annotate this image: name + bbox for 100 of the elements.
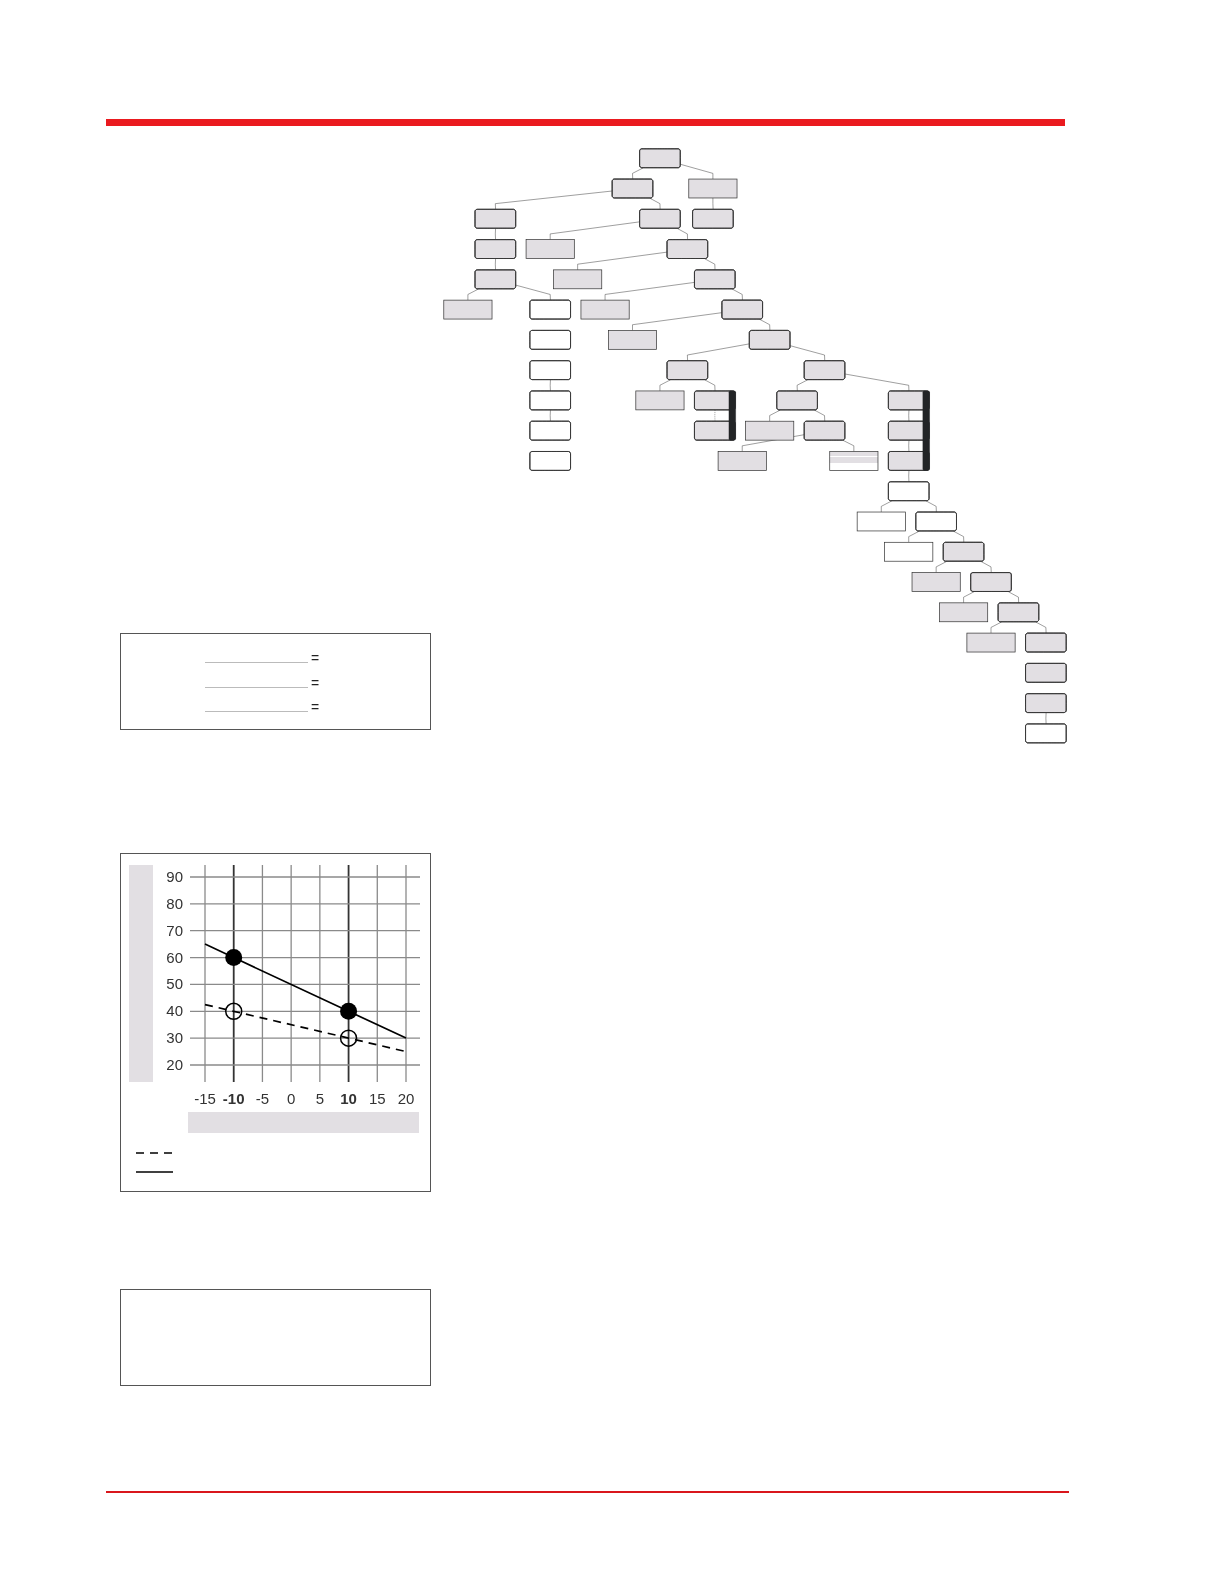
connector-line — [632, 312, 723, 331]
menu-box — [639, 208, 681, 229]
connector-line — [790, 345, 825, 362]
menu-box — [829, 451, 879, 471]
connector-line — [844, 373, 910, 392]
menu-box — [529, 299, 571, 320]
connector-line — [990, 621, 1002, 634]
equals-label: = — [311, 650, 320, 666]
menu-box — [474, 269, 517, 290]
menu-box — [635, 390, 685, 411]
menu-box — [745, 420, 795, 441]
axis-tick-label: 60 — [166, 948, 183, 966]
menu-box — [721, 299, 763, 320]
connector-line — [712, 197, 714, 210]
menu-box — [966, 632, 1016, 653]
menu-box — [529, 390, 571, 411]
connector-line — [963, 591, 975, 604]
connector-line — [980, 561, 992, 574]
axis-tick-label: 40 — [166, 1002, 183, 1020]
menu-box — [529, 451, 571, 471]
menu-box — [580, 299, 630, 320]
connector-line — [1008, 591, 1019, 604]
axis-tick-label: -15 — [194, 1090, 216, 1107]
axis-tick-label: 15 — [368, 1090, 386, 1107]
connector-line — [769, 409, 781, 422]
menu-box — [911, 572, 961, 592]
menu-box — [1025, 723, 1067, 744]
menu-box — [608, 330, 657, 350]
connector-line — [677, 228, 688, 241]
menu-box — [803, 360, 846, 380]
connector-line — [759, 319, 771, 331]
connector-line — [935, 561, 947, 573]
connector-line — [925, 500, 937, 513]
connector-line — [908, 409, 910, 422]
connector-line — [577, 251, 668, 271]
menu-box — [884, 541, 934, 562]
menu-box — [803, 420, 846, 441]
equals-label: = — [311, 674, 320, 691]
connector-line — [549, 409, 551, 422]
menu-box — [529, 330, 571, 350]
menu-box — [915, 511, 957, 532]
connector-line — [881, 500, 893, 513]
menu-box — [474, 208, 517, 229]
connector-line — [495, 228, 496, 241]
menu-box — [717, 451, 767, 471]
connector-line — [549, 221, 641, 240]
connector-line — [515, 284, 551, 301]
menu-box — [1025, 693, 1067, 713]
connector-line — [467, 288, 479, 301]
connector-line — [604, 282, 695, 301]
menu-box — [474, 239, 517, 259]
connector-line — [495, 258, 496, 271]
menu-box — [611, 178, 654, 199]
connector-line — [649, 197, 661, 210]
axis-tick-label: 10 — [340, 1090, 357, 1107]
axis-tick-label: -5 — [255, 1090, 270, 1107]
menu-box — [888, 481, 930, 502]
connector-line — [687, 343, 750, 362]
menu-box — [529, 360, 571, 380]
connector-line — [632, 167, 644, 180]
menu-box — [553, 269, 603, 290]
menu-box — [1025, 632, 1067, 653]
connector-line — [796, 379, 808, 392]
connector-line — [680, 164, 714, 180]
axis-tick-label: 20 — [397, 1090, 415, 1107]
connector-line — [495, 190, 613, 210]
menu-box — [688, 178, 738, 199]
menu-box — [443, 299, 493, 320]
menu-box — [639, 148, 681, 169]
menu-box — [748, 330, 791, 350]
axis-tick-label: 5 — [315, 1090, 325, 1107]
menu-box — [856, 511, 906, 532]
axis-tick-label: 70 — [166, 921, 183, 939]
menu-box — [970, 572, 1012, 592]
connector-line — [908, 440, 910, 452]
menu-box — [529, 420, 571, 441]
connector-line — [908, 470, 910, 483]
connector-line — [814, 409, 825, 422]
axis-tick-label: -10 — [222, 1090, 245, 1107]
axis-tick-label: 90 — [166, 868, 183, 885]
connector-line — [1035, 621, 1047, 634]
axis-tick-label: 30 — [166, 1029, 183, 1047]
menu-box — [694, 269, 736, 290]
connector-line — [704, 258, 716, 271]
connector-line — [731, 288, 743, 301]
connector-line — [549, 379, 551, 392]
connector-line — [842, 440, 855, 452]
axis-tick-label: 0 — [286, 1090, 296, 1107]
connector-line — [908, 530, 920, 543]
menu-box — [939, 602, 989, 623]
menu-box — [666, 239, 709, 259]
axis-tick-label: 20 — [166, 1056, 183, 1073]
axis-tick-label: 80 — [166, 894, 183, 912]
menu-box — [692, 208, 734, 229]
connector-line — [953, 530, 965, 543]
axis-tick-label: 50 — [166, 975, 183, 993]
menu-box — [1025, 663, 1067, 683]
menu-box — [525, 239, 575, 259]
connector-line — [1045, 712, 1047, 725]
connector-line — [704, 379, 716, 392]
